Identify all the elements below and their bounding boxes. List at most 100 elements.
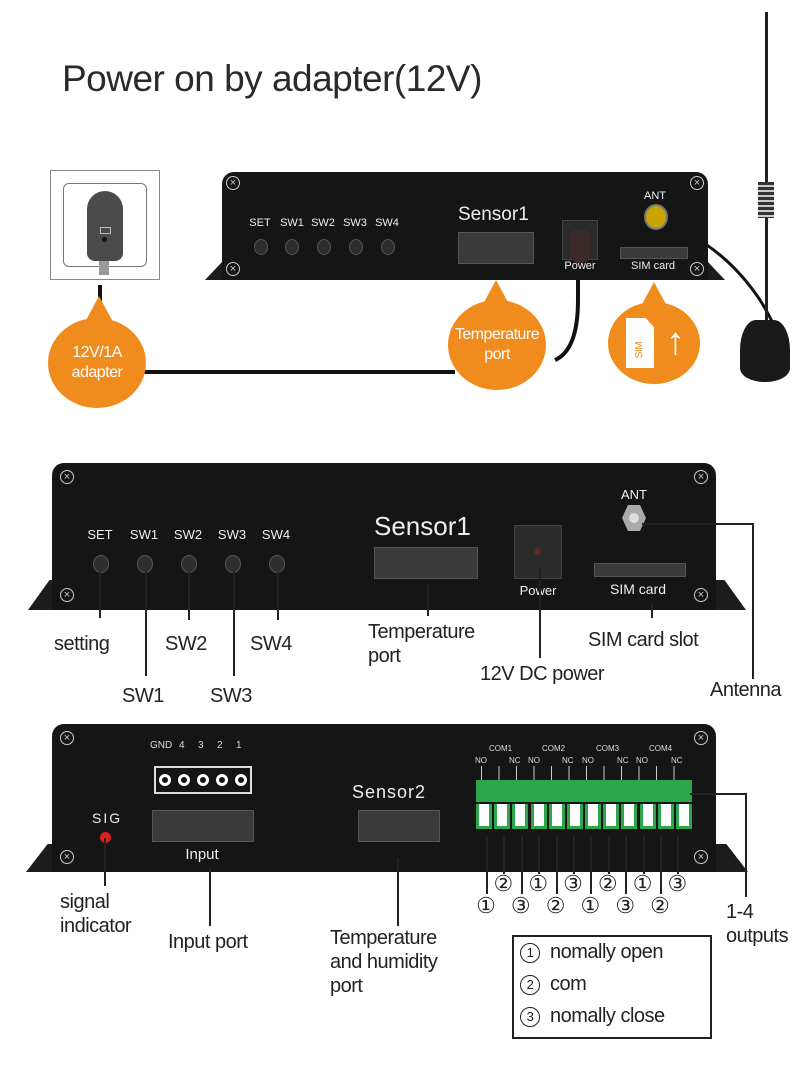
annotation-outputs-line1: 1-4 bbox=[726, 901, 754, 923]
terminal-number: ③ bbox=[615, 893, 636, 918]
sw2-button[interactable] bbox=[181, 555, 197, 573]
annotation-temp-line2: port bbox=[368, 645, 401, 667]
leader-line bbox=[209, 868, 211, 926]
terminal-number: ② bbox=[650, 893, 670, 918]
leader-line bbox=[503, 836, 506, 874]
sensor1-label: Sensor1 bbox=[374, 511, 471, 541]
terminal-number: ② bbox=[545, 893, 566, 918]
set-button[interactable] bbox=[93, 555, 109, 573]
terminal-slot[interactable] bbox=[657, 804, 674, 829]
terminal-slot[interactable] bbox=[603, 804, 620, 829]
device-3-rear: × × × × SIG GND 4 3 2 1 Input Sensor2 CO… bbox=[52, 724, 716, 872]
pin-label-4: 4 bbox=[179, 740, 185, 751]
set-button[interactable] bbox=[254, 239, 268, 255]
leader-line bbox=[642, 523, 754, 525]
leader-line bbox=[538, 836, 541, 874]
legend-text: nomally open bbox=[550, 941, 663, 963]
sw4-button[interactable] bbox=[381, 239, 395, 255]
terminal-slot[interactable] bbox=[494, 804, 511, 829]
leader-line bbox=[752, 523, 754, 679]
temperature-callout: Temperature port bbox=[448, 300, 546, 390]
leader-line bbox=[277, 572, 279, 620]
temperature-callout-line2: port bbox=[484, 346, 510, 363]
terminal-slot[interactable] bbox=[530, 804, 547, 829]
leader-line bbox=[397, 858, 399, 926]
annotation-signal-line1: signal bbox=[60, 891, 110, 913]
annotation-temperature-port: Temperature port bbox=[368, 620, 475, 668]
terminal-number: ② bbox=[597, 871, 618, 896]
screw-icon: × bbox=[690, 176, 704, 190]
relay-terminal-block[interactable] bbox=[476, 780, 692, 802]
label-sw4: SW4 bbox=[261, 527, 291, 542]
sig-label: SIG bbox=[92, 810, 123, 826]
screw-icon: × bbox=[690, 262, 704, 276]
relay-com1-label: COM1 bbox=[489, 744, 513, 753]
annotation-sw3: SW3 bbox=[210, 685, 252, 707]
terminal-number: ③ bbox=[510, 893, 531, 918]
ant-label: ANT bbox=[621, 487, 647, 502]
sw3-button[interactable] bbox=[349, 239, 363, 255]
leader-line bbox=[690, 793, 746, 795]
annotation-signal-indicator: signal indicator bbox=[60, 890, 132, 938]
input-port bbox=[152, 810, 254, 842]
antenna-connector-icon bbox=[644, 204, 668, 230]
annotation-th-line2: and humidity bbox=[330, 951, 438, 973]
leader-line bbox=[642, 836, 645, 874]
leader-line bbox=[555, 836, 558, 894]
label-sw1: SW1 bbox=[280, 217, 304, 229]
ant-label: ANT bbox=[644, 190, 666, 202]
signal-led-icon bbox=[100, 832, 111, 843]
annotation-antenna: Antenna bbox=[710, 679, 782, 701]
sw1-button[interactable] bbox=[137, 555, 153, 573]
screw-icon: × bbox=[226, 176, 240, 190]
terminal-screw-icon bbox=[234, 774, 247, 786]
leader-line bbox=[233, 572, 235, 676]
legend-item: 1 nomally open bbox=[520, 941, 663, 964]
leader-line bbox=[427, 584, 429, 616]
power-label: Power bbox=[564, 260, 596, 272]
sensor2-label: Sensor2 bbox=[352, 782, 427, 802]
terminal-slot[interactable] bbox=[566, 804, 583, 829]
terminal-slot[interactable] bbox=[639, 804, 656, 829]
leader-line bbox=[745, 793, 747, 897]
leader-line bbox=[607, 836, 610, 874]
power-jack bbox=[562, 220, 598, 263]
relay-com3-label: COM3 bbox=[596, 744, 620, 753]
annotation-sim-slot: SIM card slot bbox=[588, 629, 699, 651]
adapter-callout-line2: adapter bbox=[71, 364, 123, 381]
annotation-signal-line2: indicator bbox=[60, 915, 132, 937]
leader-line bbox=[520, 836, 523, 894]
sw3-button[interactable] bbox=[225, 555, 241, 573]
sw1-button[interactable] bbox=[285, 239, 299, 255]
arrow-up-icon: ↑ bbox=[666, 321, 685, 363]
label-sw1: SW1 bbox=[129, 527, 159, 542]
legend-number: 1 bbox=[520, 942, 540, 963]
sw4-button[interactable] bbox=[269, 555, 285, 573]
annotation-outputs: 1-4 outputs bbox=[726, 900, 789, 948]
terminal-slot[interactable] bbox=[512, 804, 529, 829]
terminal-slot[interactable] bbox=[621, 804, 638, 829]
label-sw3: SW3 bbox=[217, 527, 247, 542]
leader-line bbox=[99, 572, 101, 618]
terminal-slot[interactable] bbox=[476, 804, 492, 829]
leader-line bbox=[625, 836, 628, 894]
screw-icon: × bbox=[60, 850, 74, 864]
sim-slot bbox=[620, 247, 688, 259]
label-set: SET bbox=[87, 527, 113, 542]
terminal-slot[interactable] bbox=[675, 804, 692, 829]
screw-icon: × bbox=[694, 850, 708, 864]
sw2-button[interactable] bbox=[317, 239, 331, 255]
annotation-outputs-line2: outputs bbox=[726, 925, 789, 947]
label-set: SET bbox=[249, 217, 271, 229]
annotation-sw4: SW4 bbox=[250, 633, 292, 655]
terminal-slot[interactable] bbox=[548, 804, 565, 829]
terminal-number: ① bbox=[528, 871, 549, 896]
wall-socket bbox=[50, 170, 160, 280]
screw-icon: × bbox=[60, 588, 74, 602]
screw-icon: × bbox=[60, 470, 74, 484]
terminal-slot[interactable] bbox=[585, 804, 602, 829]
terminal-number: ③ bbox=[563, 871, 583, 896]
device-2-front: × × × × SET SW1 SW2 SW3 SW4 Sensor1 Powe… bbox=[52, 463, 716, 610]
adapter-plug-icon bbox=[87, 191, 123, 261]
